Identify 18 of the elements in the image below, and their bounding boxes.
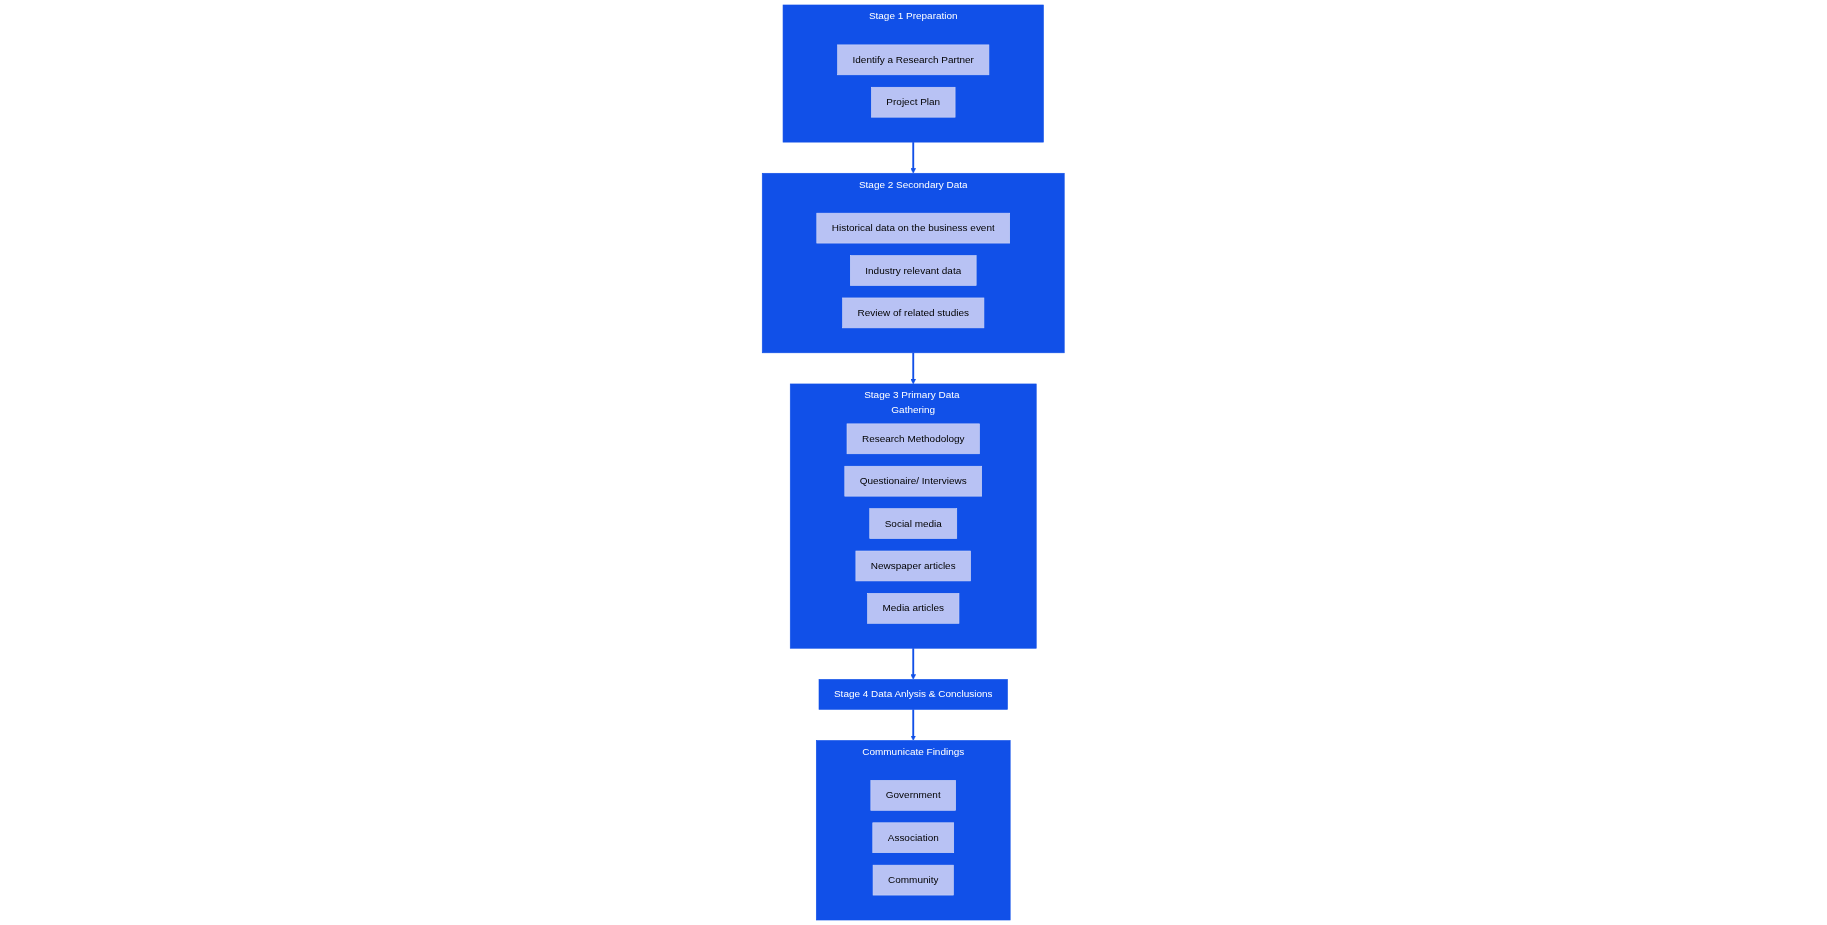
node-box: Social media xyxy=(869,508,958,539)
node-box: Government xyxy=(870,780,957,811)
arrow xyxy=(910,351,917,385)
arrow xyxy=(910,708,917,741)
node-box: Industry relevant data xyxy=(850,255,977,286)
node-box: Research Methodology xyxy=(846,423,981,455)
node-box: Newspaper articles xyxy=(855,550,972,582)
node-box: Project Plan xyxy=(871,86,956,118)
node-box: Media articles xyxy=(867,593,960,624)
node-box: Review of related studies xyxy=(842,297,985,329)
arrow xyxy=(910,647,917,680)
node-box: Stage 4 Data Anlysis & Conclusions xyxy=(818,679,1009,710)
node-box: Identify a Research Partner xyxy=(837,44,990,76)
arrow xyxy=(910,141,917,174)
node-box: Association xyxy=(872,822,955,853)
node-box: Community xyxy=(873,864,954,896)
node-box: Questionaire/ Interviews xyxy=(844,465,983,497)
node-box: Historical data on the business event xyxy=(816,212,1011,244)
